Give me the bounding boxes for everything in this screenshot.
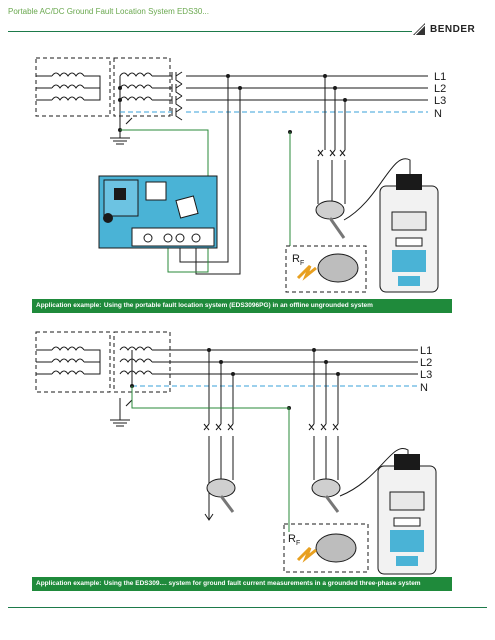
feeders-2 (203, 350, 339, 521)
clamps-2 (206, 478, 341, 513)
caption-2-text: Using the EDS309.... system for ground f… (103, 580, 421, 587)
logo-text: BENDER (430, 23, 476, 35)
line-label-1-n: N (434, 108, 442, 120)
caption-1-text: Using the portable fault location system… (103, 302, 373, 309)
rf-sub-2: F (296, 540, 300, 547)
device-connections-1 (179, 76, 346, 275)
line-label-1-l2: L2 (434, 83, 446, 95)
clamp-cable-1 (343, 158, 411, 221)
rf-sub-1: F (300, 260, 304, 267)
ground-symbol-1 (110, 116, 133, 145)
footer-rule (8, 607, 487, 608)
handheld-1 (379, 174, 439, 293)
line-label-1-l1: L1 (434, 71, 446, 83)
ground-wire-2 (131, 386, 290, 532)
caption-1: Application example: Using the portable … (32, 299, 452, 313)
bus-lines-2 (152, 349, 418, 375)
line-label-2-l1: L1 (420, 345, 432, 357)
transformer-primary-1 (35, 57, 171, 117)
header-rule (8, 31, 412, 32)
motor-2: R F (283, 523, 369, 573)
transformer-primary-2 (35, 331, 171, 393)
bus-nodes-2 (130, 348, 340, 410)
line-label-1-l3: L3 (434, 95, 446, 107)
motor-1: R F (285, 245, 367, 293)
bender-logo: BENDER (412, 20, 475, 38)
line-label-2-l3: L3 (420, 369, 432, 381)
clamp-sensors-1 (315, 149, 346, 239)
handheld-2 (377, 454, 437, 575)
rf-label-2: R (288, 533, 296, 545)
line-label-2-n: N (420, 382, 428, 394)
caption-2-label: Application example: (36, 580, 102, 587)
ground-symbol-2 (110, 398, 133, 427)
line-label-2-l2: L2 (420, 357, 432, 369)
ground-wires-1 (120, 129, 291, 273)
caption-1-label: Application example: (36, 302, 102, 309)
portable-device-1 (98, 175, 218, 249)
document-header-title: Portable AC/DC Ground Fault Location Sys… (8, 7, 209, 16)
caption-2: Application example: Using the EDS309...… (32, 577, 452, 591)
logo-mark-icon (413, 23, 426, 36)
clamp-cable-2 (339, 447, 409, 497)
rf-label-1: R (292, 253, 300, 265)
